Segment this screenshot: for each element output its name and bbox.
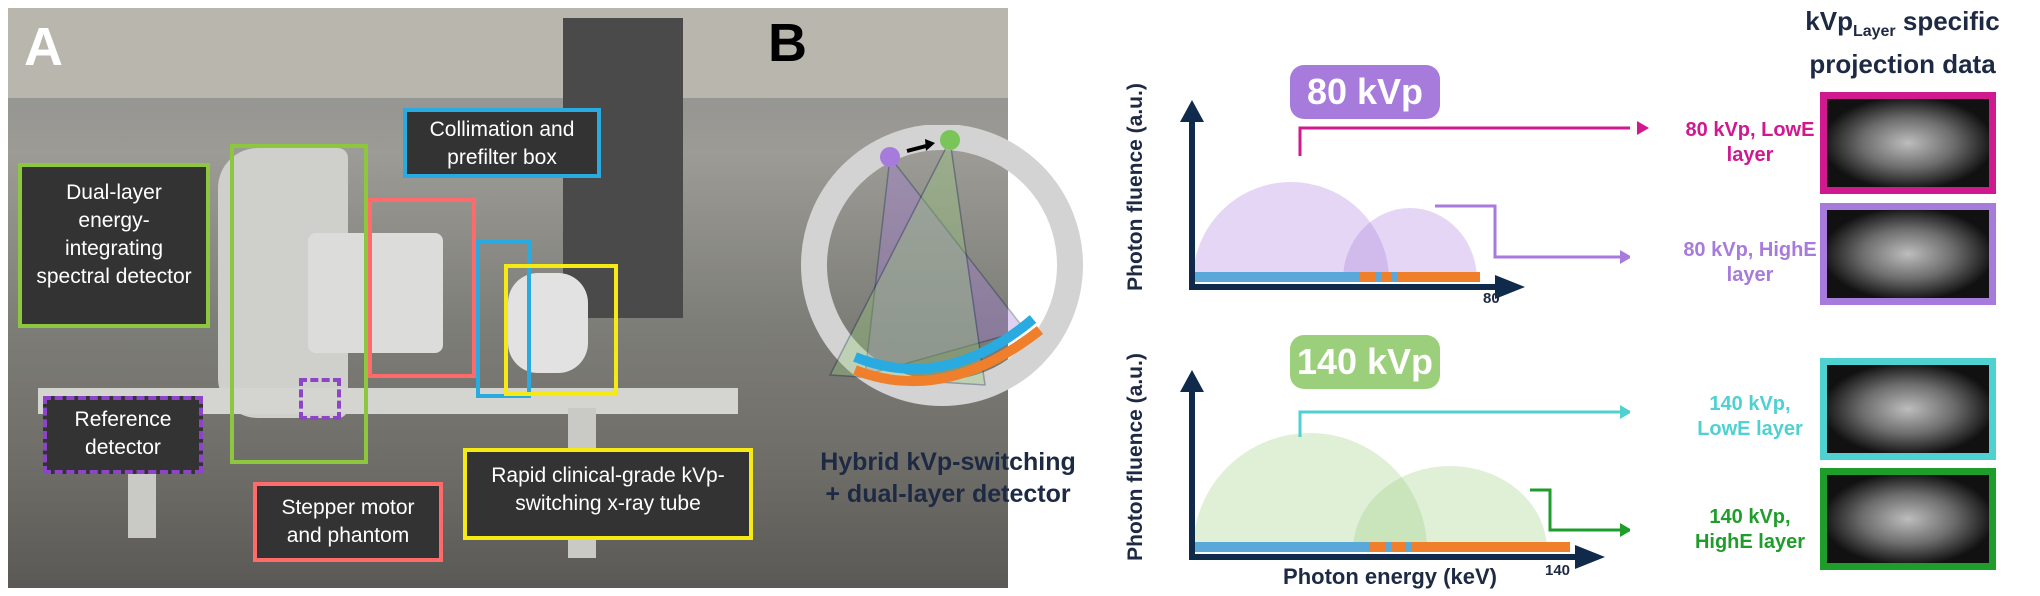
spectrum-plot-80kvp xyxy=(1180,100,1630,299)
sinogram-80-lowe xyxy=(1820,92,1996,194)
detector-outline xyxy=(230,144,368,464)
arrow-140-lowe xyxy=(1298,410,1630,437)
label-stepper-motor: Stepper motor and phantom xyxy=(253,482,443,562)
label-80-lowe: 80 kVp, LowE layer xyxy=(1685,119,1815,166)
sinogram-140-highe xyxy=(1820,468,1996,570)
sinogram-140-lowe xyxy=(1820,358,1996,460)
ylabel-bottom: Photon fluence (a.u.) xyxy=(1124,353,1147,561)
highe-spectrum-80 xyxy=(1342,208,1478,282)
beam-fan-80kvp xyxy=(864,155,1027,377)
label-140-lowe: 140 kVp, LowE layer xyxy=(1697,393,1803,440)
panel-a-letter: A xyxy=(24,17,63,77)
switch-arrowhead xyxy=(925,139,935,151)
energy-band-high xyxy=(1360,272,1480,282)
tube-body xyxy=(508,273,588,373)
tube-outline xyxy=(504,264,618,396)
detector-highe-layer xyxy=(853,315,1037,374)
ylabel-top: Photon fluence (a.u.) xyxy=(1124,83,1147,291)
sinogram-80-highe xyxy=(1820,203,1996,305)
arrow-140-highe xyxy=(1530,488,1630,532)
energy-band-low xyxy=(1195,272,1360,282)
label-dual-layer-detector: Dual-layer energy-integrating spectral d… xyxy=(18,163,210,328)
header-kvp: kVp xyxy=(1805,6,1853,36)
label-140-highe: 140 kVp, HighE layer xyxy=(1694,506,1806,553)
tick-80: 80 xyxy=(1483,290,1500,307)
collimator-outline xyxy=(476,240,531,398)
setup-photo: A Dual-layer energy-integrating spectral… xyxy=(8,8,1008,588)
projection-header: kVpLayer specific projection data xyxy=(1770,5,2035,80)
lowe-spectrum-140 xyxy=(1192,433,1428,552)
arrow-80-lowe xyxy=(1298,126,1630,156)
hybrid-label: Hybrid kVp-switching + dual-layer detect… xyxy=(820,448,1076,508)
label-xray-tube: Rapid clinical-grade kVp-switching x-ray… xyxy=(463,448,753,540)
source-140kvp xyxy=(940,130,960,150)
header-layer: Layer xyxy=(1852,23,1896,41)
spectrum-plot-140kvp xyxy=(1180,370,1630,569)
header-rest: specific projection data xyxy=(1809,6,2000,80)
label-reference-detector: Reference detector xyxy=(43,396,203,474)
reference-outline xyxy=(299,378,341,420)
arrow-80-highe xyxy=(1435,204,1630,259)
pill-140kvp: 140 kVp xyxy=(1290,335,1440,389)
gantry-diagram xyxy=(801,125,1083,406)
phantom-outline xyxy=(368,198,476,378)
detector-lowe-layer xyxy=(853,326,1044,387)
pill-80kvp: 80 kVp xyxy=(1290,65,1440,119)
source-80kvp xyxy=(880,147,900,167)
lowe-arrowhead-80 xyxy=(1637,121,1649,135)
highe-spectrum-140 xyxy=(1352,466,1548,552)
label-collimation: Collimation and prefilter box xyxy=(403,108,601,178)
xlabel: Photon energy (keV) xyxy=(1283,564,1497,589)
wall-background xyxy=(8,8,1008,98)
phantom-disk xyxy=(308,233,443,353)
tick-140: 140 xyxy=(1545,562,1571,579)
panel-b-letter: B xyxy=(768,13,807,73)
label-80-highe: 80 kVp, HighE layer xyxy=(1683,239,1817,286)
lowe-spectrum-80 xyxy=(1192,182,1390,282)
